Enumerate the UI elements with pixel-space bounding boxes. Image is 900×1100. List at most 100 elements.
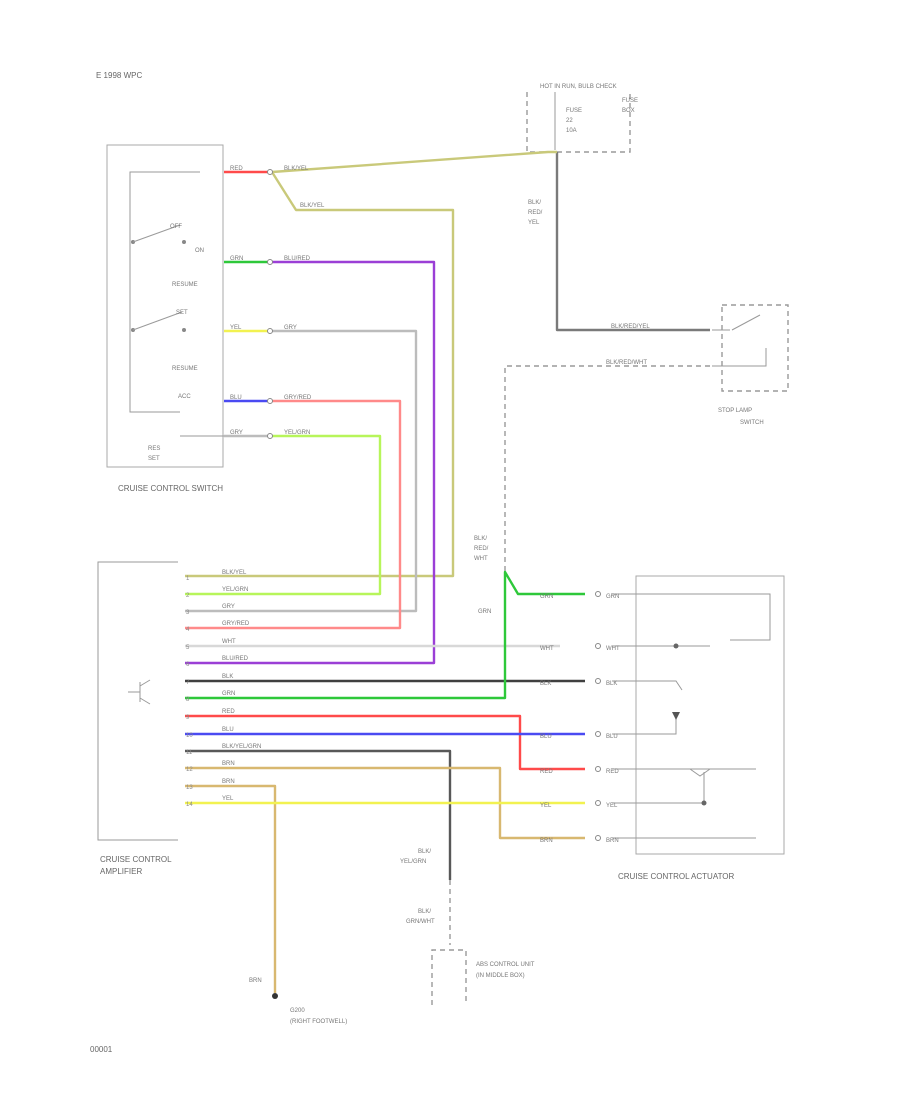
actuator-wire-right: WHT xyxy=(606,646,620,652)
actuator-wire-left: WHT xyxy=(540,646,554,652)
branch-wire-label: BLK/YEL xyxy=(300,203,325,209)
connector-icon xyxy=(595,591,601,597)
signal-label-2: RED/ xyxy=(474,546,489,552)
actuator-wire-left: BRN xyxy=(540,838,553,844)
header-note: E 1998 WPC xyxy=(96,71,142,80)
switch-wire-left-label: GRY xyxy=(230,430,243,436)
stop-lamp-switch-label-1: STOP LAMP xyxy=(718,408,752,414)
wire-blk-yel-feed xyxy=(271,150,557,174)
amp-wire-label: YEL xyxy=(222,796,234,802)
abs-wire-label-2: YEL/GRN xyxy=(400,859,426,865)
actuator-wire-right: GRN xyxy=(606,594,619,600)
actuator-wire-left: RED xyxy=(540,769,553,775)
switch-blade-2 xyxy=(132,311,183,331)
wire-yel-grn xyxy=(185,434,382,596)
switch-blade-1 xyxy=(132,224,181,243)
signal-label-3: WHT xyxy=(474,556,488,562)
ground-wire-label: BRN xyxy=(249,978,262,984)
amp-wire-label: YEL/GRN xyxy=(222,587,248,593)
amplifier-wiring xyxy=(185,570,585,993)
switch-wire-right-label: BLK/YEL xyxy=(284,166,309,172)
connector-icon xyxy=(595,835,601,841)
stop-lamp-switch-label-2: SWITCH xyxy=(740,420,764,426)
amp-pin: 5 xyxy=(186,645,190,651)
connector-icon xyxy=(595,643,601,649)
switch-wire-left-label: YEL xyxy=(230,325,242,331)
abs-control-unit: BLK/ YEL/GRN BLK/ GRN/WHT ABS CONTROL UN… xyxy=(400,849,535,1005)
actuator-lead-blk xyxy=(612,680,683,691)
junction-dot xyxy=(701,800,707,806)
fuse-rating: 10A xyxy=(566,128,577,134)
wire-blu-red xyxy=(185,260,436,665)
switch-res-label: RES xyxy=(148,446,160,452)
amp-pin: 7 xyxy=(186,680,190,686)
stop-lamp-wire-label: BLK/RED/WHT xyxy=(606,360,647,366)
signal-label-1: BLK/ xyxy=(474,536,487,542)
actuator-wire-right: BRN xyxy=(606,838,619,844)
switch-resume-1: RESUME xyxy=(172,282,198,288)
switch-box xyxy=(106,144,224,468)
grn-vertical-label: GRN xyxy=(478,609,491,615)
actuator-coil-icon xyxy=(689,768,711,777)
actuator-label: CRUISE CONTROL ACTUATOR xyxy=(618,872,735,881)
abs-wire-label-1: BLK/ xyxy=(418,849,431,855)
feed-label-2: RED/ xyxy=(528,210,543,216)
stop-lamp-wire-label: BLK/RED/YEL xyxy=(611,324,650,330)
abs-unit-label-2: (IN MIDDLE BOX) xyxy=(476,973,525,979)
fuse-block: HOT IN RUN, BULB CHECK FUSE 22 10A FUSE … xyxy=(526,84,638,153)
fuse-box-label-2: BOX xyxy=(622,108,635,114)
wire-grn-amp xyxy=(185,570,585,700)
ground-label-1: G200 xyxy=(290,1008,305,1014)
actuator-wire-right: RED xyxy=(606,769,619,775)
connector-icon xyxy=(267,259,273,265)
stop-lamp-switch-outline xyxy=(721,304,789,392)
contact-dot xyxy=(182,328,186,332)
amplifier-label-2: AMPLIFIER xyxy=(100,867,142,876)
stop-lamp-switch: BLK/RED/YEL BLK/RED/WHT STOP LAMP SWITCH xyxy=(606,304,789,426)
connector-icon xyxy=(267,169,273,175)
actuator-wire-right: YEL xyxy=(606,803,618,809)
wire-blk-yel-amp xyxy=(185,171,455,578)
feed-label-3: YEL xyxy=(528,220,540,226)
wire-blk-red-yel xyxy=(555,152,710,332)
amp-pin: 12 xyxy=(186,767,193,773)
amp-wire-label: BRN xyxy=(222,779,235,785)
actuator-wire-right: BLU xyxy=(606,734,618,740)
amplifier-label-1: CRUISE CONTROL xyxy=(100,855,172,864)
transistor-icon xyxy=(128,679,151,705)
amp-wire-label: BLK xyxy=(222,674,233,680)
abs-unit-label-1: ABS CONTROL UNIT xyxy=(476,962,535,968)
actuator-connector: GRN GRN WHT WHT BLK BLK BLU BLU RED RED … xyxy=(540,591,620,844)
switch-wire-right-label: YEL/GRN xyxy=(284,430,310,436)
cruise-control-switch-label: CRUISE CONTROL SWITCH xyxy=(118,484,223,493)
amp-wire-label: RED xyxy=(222,709,235,715)
switch-internal-bus xyxy=(129,171,200,413)
actuator-wire-left: BLK xyxy=(540,681,551,687)
amp-pin: 2 xyxy=(186,593,190,599)
switch-set-label: SET xyxy=(176,310,188,316)
stop-lamp-blade xyxy=(731,314,761,331)
amp-pin: 3 xyxy=(186,610,190,616)
switch-wire-right-label: GRY xyxy=(284,325,297,331)
ground-icon xyxy=(272,993,278,999)
actuator-wire-left: YEL xyxy=(540,803,552,809)
cruise-control-switch: OFF ON RESUME SET RESUME ACC RES SET CRU… xyxy=(106,144,224,493)
diode-icon xyxy=(672,712,680,720)
amp-pin: 4 xyxy=(186,627,190,633)
wire-blk-yel-grn xyxy=(185,749,452,880)
actuator-wire-right: BLK xyxy=(606,681,617,687)
actuator-lead-blu xyxy=(612,716,677,735)
amp-wire-label: BLK/YEL/GRN xyxy=(222,744,261,750)
amp-wire-label: BLK/YEL xyxy=(222,570,247,576)
actuator-wire-left: BLU xyxy=(540,734,552,740)
connector-icon xyxy=(267,398,273,404)
switch-wire-left-label: GRN xyxy=(230,256,243,262)
switch-on-label: ON xyxy=(195,248,204,254)
fuse-box-outline xyxy=(526,92,631,153)
abs-unit-outline xyxy=(431,949,467,1005)
feed-label-1: BLK/ xyxy=(528,200,541,206)
amp-pin: 1 xyxy=(186,576,190,582)
cruise-control-amplifier: CRUISE CONTROL AMPLIFIER xyxy=(97,561,178,876)
amp-pin: 14 xyxy=(186,802,193,808)
